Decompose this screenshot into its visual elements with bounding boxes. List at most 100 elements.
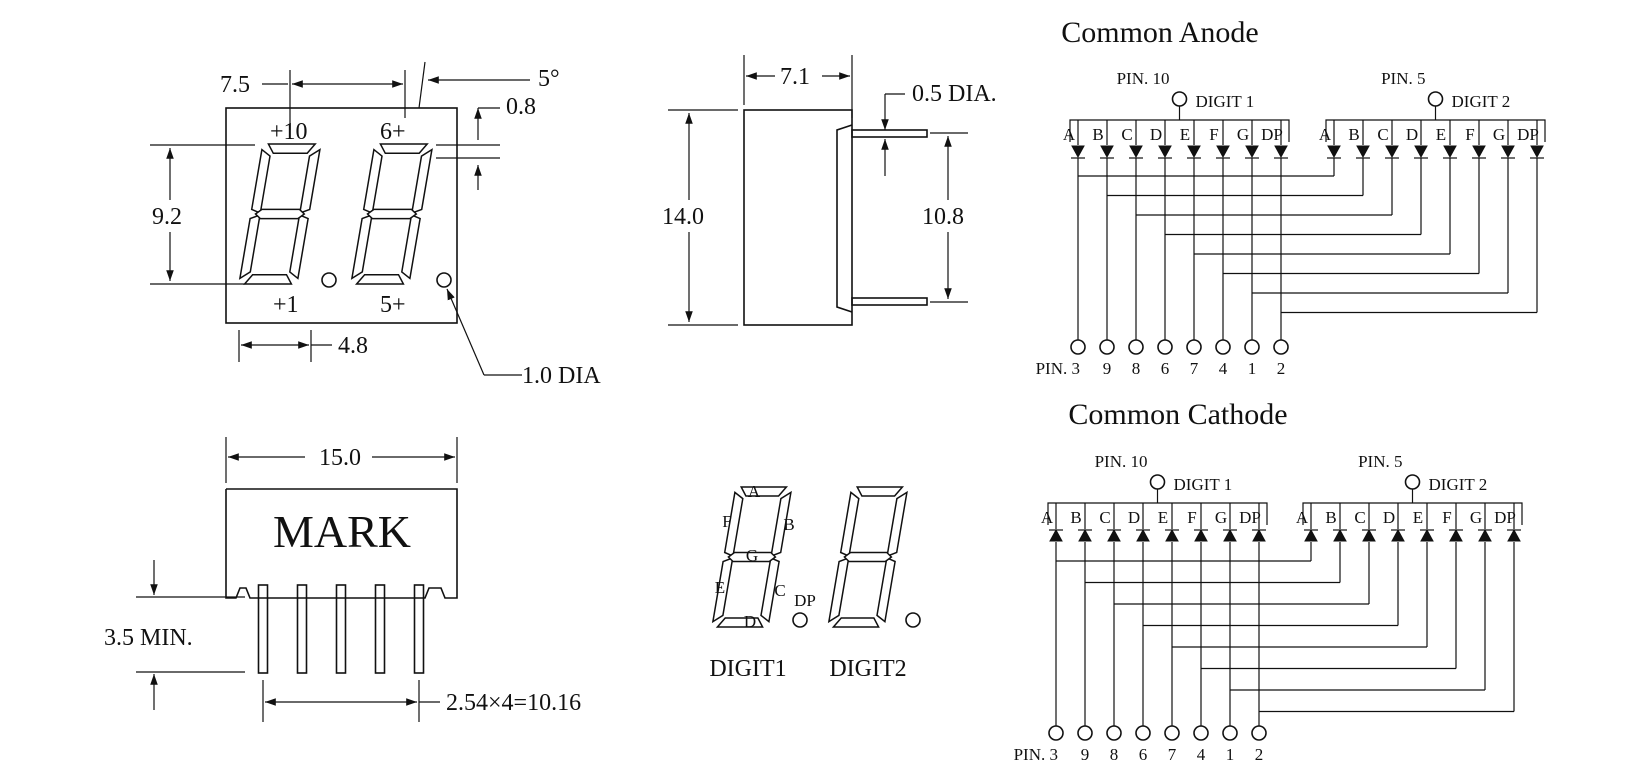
segment-label-c-2: C xyxy=(1377,125,1388,144)
segment-label-g-2: G xyxy=(1470,508,1482,527)
diode-f-2 xyxy=(1472,145,1486,159)
legend-digit-2 xyxy=(827,486,908,628)
front-digit-2-segment-f xyxy=(362,148,383,215)
front-digit-1-segment-d xyxy=(242,273,293,285)
segment-label-e-1: E xyxy=(1158,508,1168,527)
diode-c-2 xyxy=(1362,528,1376,542)
segment-pin-terminal-3 xyxy=(1106,725,1122,741)
dim-top-gap: 0.8 xyxy=(506,94,536,120)
segment-pin-terminal-8 xyxy=(1251,725,1267,741)
legend-dp-dot-2 xyxy=(905,612,921,628)
bottom-pins xyxy=(257,584,425,674)
pin-number-label: 6 xyxy=(1161,359,1170,378)
segment-label-c: C xyxy=(774,581,785,600)
common-pin-terminal-2 xyxy=(1404,474,1421,490)
segment-label-f: F xyxy=(722,512,731,531)
dim-depth: 7.1 xyxy=(780,64,810,90)
digit-label-2: DIGIT 2 xyxy=(1429,475,1488,494)
front-digit-1-segment-e xyxy=(238,213,261,280)
front-digit-2-segment-g xyxy=(366,208,418,220)
dim-tilt: 5° xyxy=(538,66,560,92)
segment-label-d-1: D xyxy=(1150,125,1162,144)
diode-b-2 xyxy=(1333,528,1347,542)
legend-digit-2-segment-d xyxy=(831,617,880,628)
segment-label-d: D xyxy=(744,612,756,631)
dim-pin-pitch: 2.54×4=10.16 xyxy=(446,690,581,716)
segment-pin-terminal-8 xyxy=(1273,339,1289,355)
dim-pin-span: 10.8 xyxy=(922,204,964,230)
legend-digit-2-segment-g xyxy=(843,551,893,563)
legend-dp-dot-1 xyxy=(792,612,808,628)
legend-digit-1-segment-a xyxy=(739,486,789,497)
segment-label-b-2: B xyxy=(1348,125,1359,144)
digit-label-1: DIGIT 1 xyxy=(1174,475,1233,494)
pin-row-prefix: PIN. 3 xyxy=(1014,745,1058,764)
pin-number-label: 1 xyxy=(1226,745,1235,764)
common-pin-terminal-1 xyxy=(1149,474,1166,490)
segment-label-g-1: G xyxy=(1215,508,1227,527)
dim-height: 14.0 xyxy=(662,204,704,230)
segment-pin-terminal-1 xyxy=(1048,725,1064,741)
segment-label-dp-1: DP xyxy=(1239,508,1261,527)
segment-label-dp-1: DP xyxy=(1261,125,1283,144)
side-view: 7.1 0.5 DIA. 14.0 10.8 xyxy=(662,55,997,326)
pin-number-label: 6 xyxy=(1139,745,1148,764)
segment-pin-terminal-7 xyxy=(1244,339,1260,355)
front-digit-1-segment-b xyxy=(298,148,321,215)
front-digit-2-segment-e xyxy=(350,213,373,280)
pin-number-label: 9 xyxy=(1103,359,1112,378)
common-pin-terminal-1 xyxy=(1171,91,1188,107)
side-body-outline xyxy=(743,109,853,326)
diode-a-2 xyxy=(1327,145,1341,159)
diode-a-1 xyxy=(1071,145,1085,159)
segment-pin-terminal-6 xyxy=(1193,725,1209,741)
digit-label-1: DIGIT 1 xyxy=(1196,92,1255,111)
segment-label-b: B xyxy=(783,515,794,534)
segment-pin-terminal-1 xyxy=(1070,339,1086,355)
diode-f-2 xyxy=(1449,528,1463,542)
common-pin-label-2: PIN. 5 xyxy=(1381,69,1425,88)
diode-dp-2 xyxy=(1507,528,1521,542)
pin-mark-6: 6+ xyxy=(380,119,406,145)
segment-label-dp-2: DP xyxy=(1517,125,1539,144)
segment-label-e-2: E xyxy=(1413,508,1423,527)
diode-d-1 xyxy=(1136,528,1150,542)
pin-mark-5: 5+ xyxy=(380,292,406,318)
front-digit-2-segment-b xyxy=(410,148,433,215)
bottom-pin-2 xyxy=(296,584,308,674)
segment-label-a: A xyxy=(748,482,761,501)
segment-label-a-1: A xyxy=(1063,125,1076,144)
common-pin-label-1: PIN. 10 xyxy=(1095,452,1148,471)
dim-pin-dia: 0.5 DIA. xyxy=(912,81,997,107)
segment-pin-terminal-6 xyxy=(1215,339,1231,355)
diode-e-2 xyxy=(1443,145,1457,159)
diode-e-2 xyxy=(1420,528,1434,542)
digit-label-2: DIGIT 2 xyxy=(1452,92,1511,111)
dim-pin-length: 3.5 MIN. xyxy=(104,625,193,651)
legend-digit-2-segment-e xyxy=(827,556,850,624)
pin-mark-1: +1 xyxy=(273,292,299,318)
segment-label-b-2: B xyxy=(1325,508,1336,527)
front-digit-1-segment-c xyxy=(288,213,309,280)
diode-e-1 xyxy=(1187,145,1201,159)
side-pin-bottom xyxy=(851,297,928,306)
front-digit-1-segment-g xyxy=(254,208,306,220)
segment-label-c-1: C xyxy=(1099,508,1110,527)
diode-dp-2 xyxy=(1530,145,1544,159)
bottom-pin-5 xyxy=(413,584,425,674)
legend-digit-1-segment-g xyxy=(727,551,777,563)
common-pin-label-2: PIN. 5 xyxy=(1358,452,1402,471)
segment-label-c-1: C xyxy=(1121,125,1132,144)
segment-label-f-1: F xyxy=(1209,125,1218,144)
front-digit-2-segment-a xyxy=(379,143,429,155)
diode-g-2 xyxy=(1478,528,1492,542)
bottom-pin-4 xyxy=(374,584,386,674)
dim-digit-height: 9.2 xyxy=(152,204,182,230)
legend-digit-2-segment-f xyxy=(839,491,860,558)
pin-number-label: 9 xyxy=(1081,745,1090,764)
legend-digit-1-label: DIGIT1 xyxy=(709,656,786,682)
dim-digit-width: 4.8 xyxy=(338,333,368,359)
